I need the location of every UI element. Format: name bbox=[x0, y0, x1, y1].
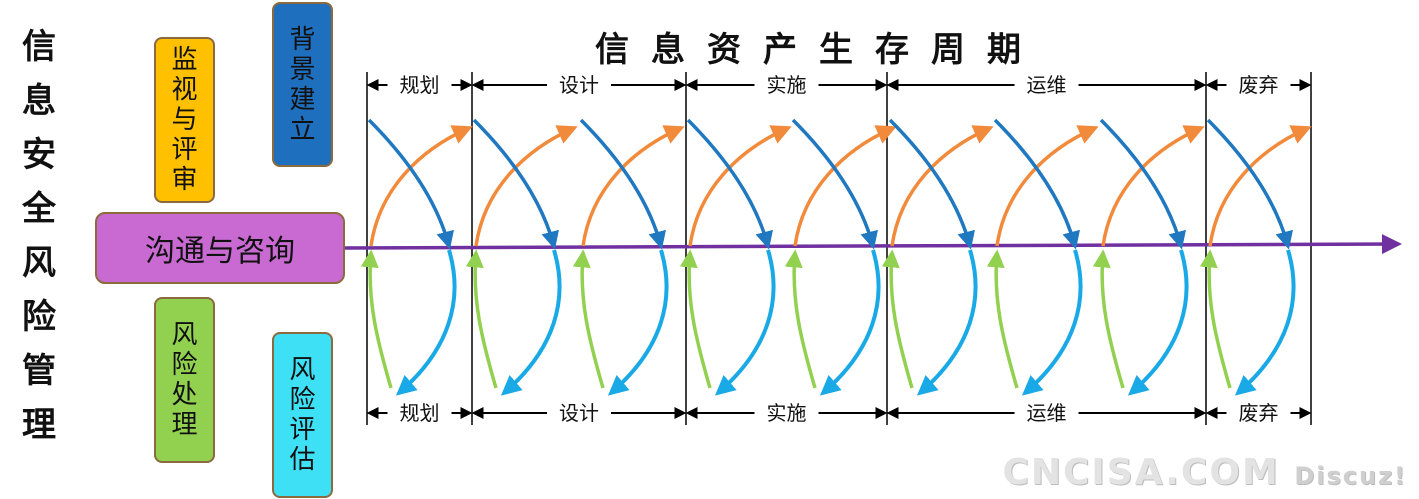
upper-rising-arrow bbox=[581, 125, 685, 247]
context-establishment-label: 背景建立 bbox=[289, 27, 315, 143]
bottom-phase-label: 规划 bbox=[400, 401, 440, 425]
side-title-char: 风 bbox=[22, 243, 56, 283]
upper-falling-arrow bbox=[686, 118, 773, 250]
side-title-char: 息 bbox=[22, 81, 56, 121]
upper-falling-arrow bbox=[993, 118, 1080, 250]
risk-assessment-char: 风 bbox=[289, 355, 316, 385]
lifecycle-title: 信息资产生存周期 bbox=[595, 30, 1043, 70]
upper-falling-arrow bbox=[367, 118, 454, 250]
top-phase-label: 废弃 bbox=[1239, 73, 1279, 97]
risk-assessment-char: 估 bbox=[289, 445, 316, 475]
context-establishment-char: 建 bbox=[289, 84, 316, 115]
risk-assessment-label: 风险评估 bbox=[289, 357, 315, 473]
monitor-review-label: 监视与评审 bbox=[171, 47, 197, 193]
side-title: 信息安全风险管理 bbox=[22, 30, 56, 442]
upper-falling-arrow bbox=[1099, 118, 1186, 250]
risk-treatment-char: 风 bbox=[171, 320, 198, 350]
lower-rising-arrow bbox=[360, 249, 393, 389]
side-title-char: 全 bbox=[22, 189, 56, 229]
risk-treatment-char: 险 bbox=[171, 350, 198, 380]
monitor-review-box: 监视与评审 bbox=[154, 37, 215, 203]
communication-box: 沟通与咨询 bbox=[95, 212, 345, 284]
upper-rising-arrow bbox=[1208, 125, 1312, 247]
side-title-char: 理 bbox=[22, 405, 56, 445]
bottom-phase-label: 运维 bbox=[1027, 401, 1067, 425]
lower-rising-arrow bbox=[986, 249, 1019, 389]
context-establishment-char: 景 bbox=[289, 54, 316, 85]
top-phase-label: 实施 bbox=[767, 73, 807, 97]
upper-falling-arrow bbox=[1206, 118, 1293, 250]
lower-rising-arrow bbox=[465, 249, 498, 389]
monitor-review-char: 与 bbox=[171, 105, 198, 135]
top-phase-label: 设计 bbox=[559, 73, 599, 97]
lower-falling-arrow bbox=[607, 249, 669, 396]
upper-falling-arrow bbox=[888, 118, 975, 250]
lower-rising-arrow bbox=[572, 249, 605, 389]
upper-falling-arrow bbox=[791, 118, 878, 250]
context-establishment-char: 背 bbox=[289, 24, 316, 55]
monitor-review-char: 评 bbox=[171, 135, 198, 165]
upper-falling-arrow bbox=[579, 118, 666, 250]
upper-rising-arrow bbox=[793, 125, 897, 247]
risk-treatment-char: 理 bbox=[171, 410, 198, 440]
lower-rising-arrow bbox=[881, 249, 914, 389]
side-title-char: 信 bbox=[22, 27, 56, 67]
top-phase-label: 运维 bbox=[1027, 73, 1067, 97]
monitor-review-char: 视 bbox=[171, 75, 198, 105]
bottom-phase-label: 实施 bbox=[767, 401, 807, 425]
watermark: CNCISA.COM Discuz! bbox=[1002, 452, 1407, 493]
bottom-phase-label: 设计 bbox=[559, 401, 599, 425]
monitor-review-char: 监 bbox=[171, 45, 198, 75]
risk-treatment-label: 风险处理 bbox=[171, 322, 197, 438]
risk-treatment-box: 风险处理 bbox=[154, 297, 215, 463]
context-establishment-char: 立 bbox=[289, 114, 316, 145]
upper-falling-arrow bbox=[472, 118, 559, 250]
lower-rising-arrow bbox=[679, 249, 712, 389]
lower-falling-arrow bbox=[714, 249, 776, 396]
lower-falling-arrow bbox=[916, 249, 978, 396]
side-title-char: 险 bbox=[22, 297, 56, 337]
risk-assessment-box: 风险评估 bbox=[272, 332, 333, 498]
lower-falling-arrow bbox=[1234, 249, 1296, 396]
watermark-main: CNCISA.COM bbox=[1002, 452, 1280, 493]
monitor-review-char: 审 bbox=[171, 165, 198, 195]
context-establishment-box: 背景建立 bbox=[272, 2, 333, 167]
lower-falling-arrow bbox=[395, 249, 457, 396]
risk-assessment-char: 评 bbox=[289, 415, 316, 445]
side-title-char: 管 bbox=[22, 351, 56, 391]
lower-falling-arrow bbox=[1127, 249, 1189, 396]
lower-rising-arrow bbox=[1199, 249, 1232, 389]
risk-assessment-char: 险 bbox=[289, 385, 316, 415]
lower-falling-arrow bbox=[819, 249, 881, 396]
lower-rising-arrow bbox=[1092, 249, 1125, 389]
upper-rising-arrow bbox=[995, 125, 1099, 247]
upper-rising-arrow bbox=[1101, 125, 1205, 247]
lower-falling-arrow bbox=[500, 249, 562, 396]
watermark-sub: Discuz! bbox=[1294, 462, 1407, 490]
top-phase-label: 规划 bbox=[400, 73, 440, 97]
communication-label: 沟通与咨询 bbox=[145, 234, 295, 269]
upper-rising-arrow bbox=[474, 125, 578, 247]
upper-rising-arrow bbox=[369, 125, 473, 247]
lower-rising-arrow bbox=[784, 249, 817, 389]
lower-falling-arrow bbox=[1021, 249, 1083, 396]
bottom-phase-label: 废弃 bbox=[1239, 401, 1279, 425]
side-title-char: 安 bbox=[22, 135, 56, 175]
upper-rising-arrow bbox=[688, 125, 792, 247]
risk-treatment-char: 处 bbox=[171, 380, 198, 410]
upper-rising-arrow bbox=[890, 125, 994, 247]
